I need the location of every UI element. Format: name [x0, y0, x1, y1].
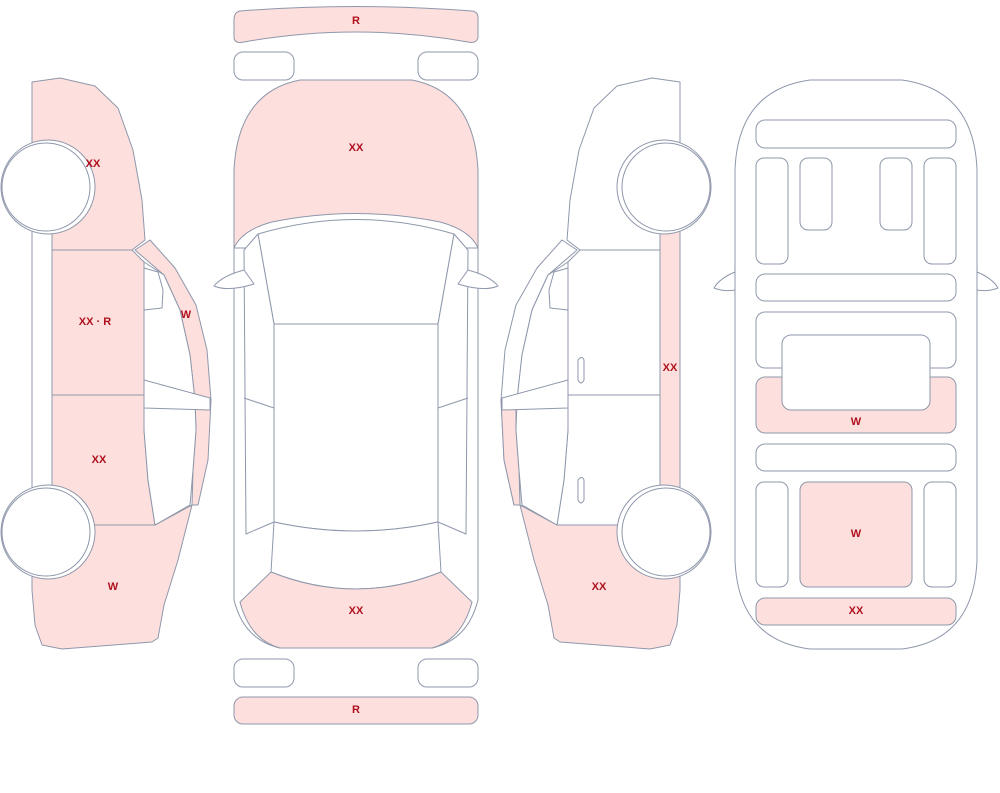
right-side-view: XX XX — [500, 77, 712, 650]
label-underbody-zone-c: XX — [849, 605, 864, 617]
underbody-front-right-rail[interactable] — [923, 157, 957, 265]
left-front-wheel[interactable] — [1, 142, 91, 232]
underbody-front-bar[interactable] — [755, 119, 957, 149]
left-window-divider[interactable] — [143, 379, 211, 411]
label-left-rear-quarter: W — [108, 581, 119, 593]
left-side-glass[interactable] — [243, 233, 275, 535]
right-window-divider[interactable] — [501, 379, 569, 411]
label-right-rear-quarter: XX — [592, 581, 607, 593]
label-right-rocker: XX — [663, 362, 678, 374]
front-right-light[interactable] — [417, 51, 479, 81]
front-left-light[interactable] — [233, 51, 295, 81]
top-right-mirror[interactable] — [457, 269, 499, 290]
rear-left-light[interactable] — [233, 658, 295, 688]
right-front-wheel[interactable] — [621, 142, 711, 232]
top-view: R XX XX R — [213, 6, 499, 725]
left-rocker[interactable] — [31, 199, 53, 526]
label-trunk-lid: XX — [349, 605, 364, 617]
underbody-zone-c[interactable] — [755, 597, 957, 626]
underbody-view: W W XX — [713, 79, 999, 650]
underbody-cross-member-1[interactable] — [755, 273, 957, 302]
label-front-roof-strip: R — [352, 15, 360, 27]
right-side-glass[interactable] — [437, 233, 469, 535]
right-front-door-handle[interactable] — [577, 357, 585, 384]
label-rear-bumper-strip: R — [352, 704, 360, 716]
left-rear-wheel[interactable] — [1, 487, 91, 577]
windshield[interactable] — [257, 219, 455, 325]
left-side-view: XX XX · R XX W W — [0, 77, 212, 650]
label-hood: XX — [349, 142, 364, 154]
underbody-front-right-mount[interactable] — [879, 157, 913, 231]
right-mirror[interactable] — [548, 267, 569, 311]
underbody-front-left-rail[interactable] — [755, 157, 789, 265]
right-b-pillar — [437, 397, 469, 409]
underbody-front-left-mount[interactable] — [799, 157, 833, 231]
label-underbody-zone-a: W — [851, 416, 862, 428]
top-left-mirror[interactable] — [213, 269, 255, 290]
underbody-rear-left-rail[interactable] — [755, 481, 789, 588]
label-left-a-pillar: W — [181, 309, 192, 321]
trunk-lid[interactable] — [239, 571, 473, 649]
right-rear-wheel[interactable] — [621, 487, 711, 577]
label-left-front-door: XX · R — [79, 316, 111, 328]
underbody-right-flange[interactable] — [976, 271, 999, 292]
underbody-cross-member-3[interactable] — [755, 443, 957, 472]
left-mirror[interactable] — [143, 267, 164, 311]
right-rear-door-handle[interactable] — [577, 477, 585, 504]
rear-bumper-strip[interactable] — [233, 696, 479, 725]
label-left-rear-door: XX — [92, 454, 107, 466]
left-b-pillar — [243, 397, 275, 409]
roof[interactable] — [273, 323, 439, 532]
underbody-zone-b[interactable] — [799, 481, 913, 588]
underbody-rear-right-rail[interactable] — [923, 481, 957, 588]
label-left-front-fender: XX — [86, 158, 101, 170]
underbody-left-flange[interactable] — [713, 271, 736, 292]
label-underbody-zone-b: W — [851, 528, 862, 540]
hood[interactable] — [233, 79, 479, 249]
rear-window[interactable] — [270, 521, 442, 590]
underbody-center-tunnel[interactable] — [781, 334, 931, 411]
front-roof-strip[interactable] — [233, 6, 479, 43]
rear-right-light[interactable] — [417, 658, 479, 688]
